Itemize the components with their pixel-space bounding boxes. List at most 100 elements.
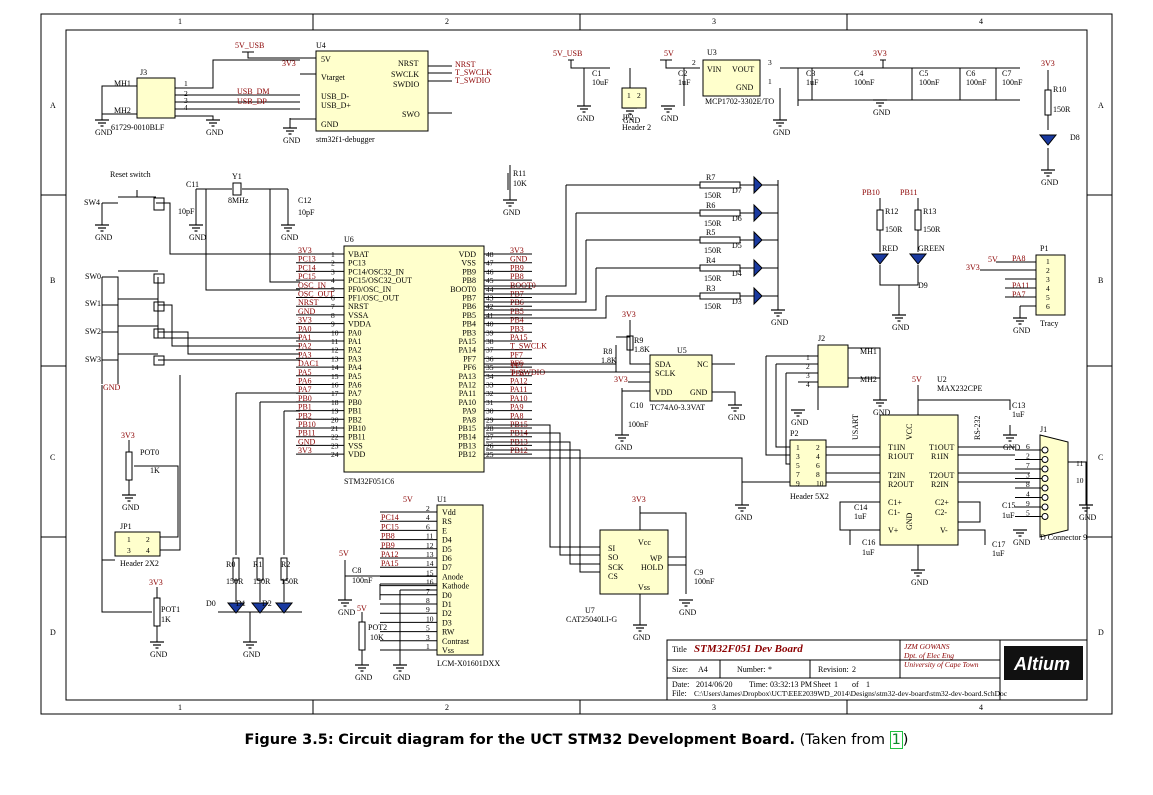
svg-text:POT2: POT2 [368,623,387,632]
u6-right-pin-label: PA13 [459,372,477,381]
u6-left-pin-label: VDD [348,450,366,459]
svg-text:C2: C2 [678,69,687,78]
u6-left-net: PB2 [298,411,312,420]
u1-pin-num: 15 [426,568,434,577]
svg-text:SW1: SW1 [85,299,101,308]
svg-text:Number:: Number: [737,665,765,674]
row-label-right-a: A [1098,101,1104,110]
col-label-top-1: 1 [178,17,182,26]
u6-left-net: PB11 [298,429,316,438]
u6-right-pin-num: 39 [486,328,494,337]
svg-text:VIN: VIN [707,65,721,74]
svg-text:C5: C5 [919,69,928,78]
u1-pin-num: 10 [426,614,434,623]
svg-text:150R: 150R [704,302,722,311]
u1-pin-num: 7 [426,587,430,596]
svg-text:POT0: POT0 [140,448,159,457]
svg-text:USB_D-: USB_D- [321,92,349,101]
svg-text:GREEN: GREEN [918,244,945,253]
u6-left-pin-num: 5 [331,285,335,294]
svg-text:T1IN: T1IN [888,443,906,452]
svg-text:USB_D+: USB_D+ [321,101,351,110]
svg-text:C4: C4 [854,69,863,78]
u6-left-pin-label: VBAT [348,250,369,259]
svg-text:R10: R10 [1053,85,1066,94]
svg-text:SW2: SW2 [85,327,101,336]
gnd-label: GND [577,114,595,123]
svg-text:8: 8 [1026,480,1030,489]
svg-text:J1: J1 [1040,425,1047,434]
svg-text:R2OUT: R2OUT [888,480,914,489]
u6-right-pin-num: 34 [486,372,494,381]
u6-right-pin-num: 40 [486,320,494,329]
svg-text:U1: U1 [437,495,447,504]
u6-left-net: PC13 [298,255,316,264]
svg-text:R2: R2 [281,560,290,569]
u6-left-net: PC15 [298,272,316,281]
svg-text:3V3: 3V3 [149,578,163,587]
u6-right-pin-num: 47 [486,259,494,268]
svg-text:R1: R1 [253,560,262,569]
svg-text:1: 1 [806,353,810,362]
svg-text:1uF: 1uF [1012,410,1025,419]
u6-right-pin-label: PB3 [462,328,476,337]
svg-text:4: 4 [816,452,820,461]
u6-right-net: T_SWCLK [510,342,547,351]
svg-text:T2IN: T2IN [888,471,906,480]
gnd-label: GND [206,128,224,137]
svg-text:U7: U7 [585,606,595,615]
svg-text:PA7: PA7 [1012,290,1026,299]
svg-text:C13: C13 [1012,401,1025,410]
svg-text:C17: C17 [992,540,1005,549]
svg-text:SCK: SCK [608,563,624,572]
svg-text:6: 6 [1026,442,1030,451]
u6-right-pin-label: PF7 [463,354,476,363]
u6-right-net: PA9 [510,403,524,412]
svg-text:HOLD: HOLD [641,563,663,572]
u6-right-pin-label: PB13 [458,441,476,450]
col-label-top-4: 4 [979,17,983,26]
u6-right-pin-label: PB4 [462,320,476,329]
sheet-inner-border [65,29,1088,701]
svg-text:R11: R11 [513,169,526,178]
u6-left-pin-num: 13 [331,354,339,363]
u6-left-pin-label: PB0 [348,398,362,407]
header-p1: P1 Tracy 12 34 56 5V 3V3 PA8 PA11 PA7 [966,244,1066,328]
u6-right-pin-label: PB9 [462,267,476,276]
svg-text:C11: C11 [186,180,199,189]
svg-text:Sheet: Sheet [813,680,832,689]
svg-text:PB11: PB11 [900,188,918,197]
svg-text:3: 3 [796,452,800,461]
u6-right-pin-label: VSS [461,259,476,268]
svg-text:PF6: PF6 [511,369,524,378]
svg-text:JP2: JP2 [622,113,634,122]
svg-text:SW4: SW4 [84,198,100,207]
svg-text:3: 3 [1026,471,1030,480]
caption-reference-link[interactable]: 1 [889,731,903,749]
svg-text:Header 2: Header 2 [622,123,651,132]
svg-text:100nF: 100nF [352,576,373,585]
svg-text:SI: SI [608,544,615,553]
svg-text:1: 1 [127,535,131,544]
svg-text:5V: 5V [321,55,331,64]
u6-right-net: PB3 [510,324,524,333]
u1-pin-label: D3 [442,618,452,627]
svg-text:4: 4 [184,103,188,112]
u6-left-pin-label: PA7 [348,389,362,398]
u1-pin-label: D5 [442,545,452,554]
svg-text:MH1: MH1 [114,79,131,88]
svg-text:R1IN: R1IN [931,452,949,461]
temp-sensor-u5: U5 TC74A0-3.3VAT SDA SCLK VDD NC GND 3V3… [484,310,736,435]
u1-pin-label: D6 [442,554,452,563]
svg-text:Time:: Time: [749,680,768,689]
svg-text:C2-: C2- [935,508,947,517]
u6-left-pin-num: 9 [331,320,335,329]
svg-text:1: 1 [796,443,800,452]
schematic-diagram: 1 2 3 4 1 2 3 4 A B C D A B C D J3 61729… [40,13,1113,715]
svg-text:D9: D9 [918,281,928,290]
svg-text:11: 11 [1076,459,1083,468]
u6-right-pin-num: 44 [486,285,494,294]
u6-left-pin-num: 23 [331,441,339,450]
